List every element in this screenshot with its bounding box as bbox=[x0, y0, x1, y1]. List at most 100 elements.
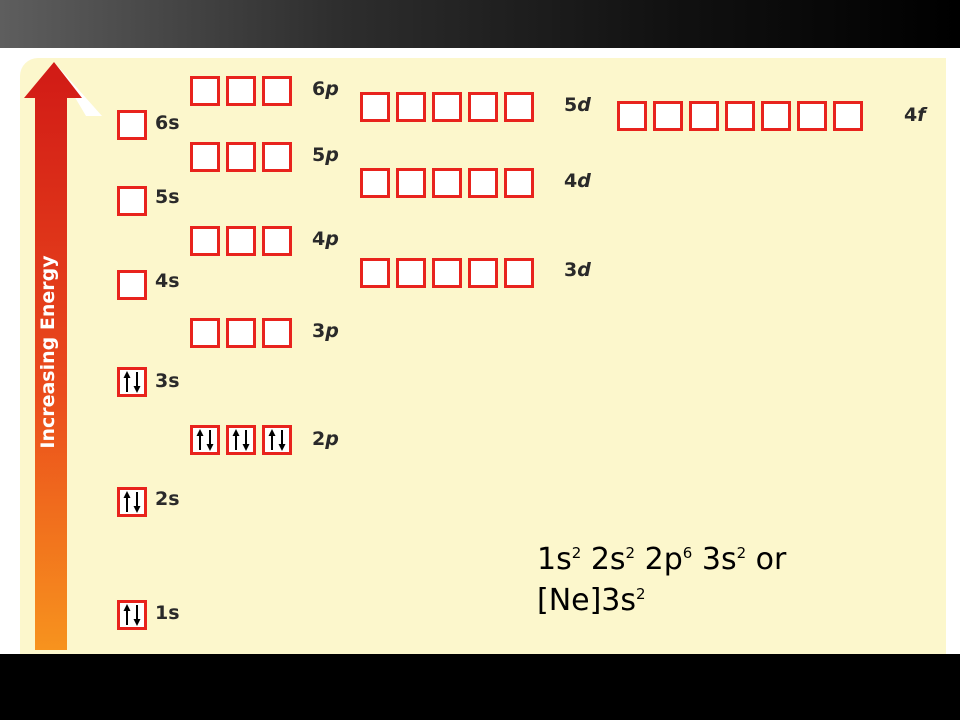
orbital-box-4f bbox=[761, 101, 791, 131]
orbital-box-3s bbox=[117, 367, 147, 397]
orbital-box-4d bbox=[468, 168, 498, 198]
orbital-box-6p bbox=[262, 76, 292, 106]
energy-arrow-shape bbox=[24, 62, 82, 650]
orbital-box-5d bbox=[504, 92, 534, 122]
orbital-box-5d bbox=[432, 92, 462, 122]
orbital-box-4d bbox=[432, 168, 462, 198]
spin-up-arrow-icon bbox=[123, 604, 131, 625]
sublevel-4d-orbitals bbox=[360, 168, 534, 200]
orbital-box-4f bbox=[725, 101, 755, 131]
orbital-box-5d bbox=[468, 92, 498, 122]
config-term-2p: 2p6 bbox=[644, 542, 693, 577]
orbital-box-6p bbox=[190, 76, 220, 106]
sublevel-label-6p: 6p bbox=[312, 78, 339, 100]
config-connector: or bbox=[755, 542, 787, 577]
orbital-box-5p bbox=[190, 142, 220, 172]
spin-down-arrow-icon bbox=[133, 372, 141, 393]
config-term-2s: 2s2 bbox=[590, 542, 636, 577]
noble-gas-superscript: 2 bbox=[636, 584, 646, 603]
spin-down-arrow-icon bbox=[242, 430, 250, 451]
electron-spin-arrows-icon bbox=[196, 429, 214, 451]
sublevel-label-5p: 5p bbox=[312, 144, 339, 166]
orbital-box-3d bbox=[504, 258, 534, 288]
electron-spin-arrows-icon bbox=[268, 429, 286, 451]
orbital-box-4p bbox=[226, 226, 256, 256]
electron-spin-arrows-icon bbox=[123, 604, 141, 626]
sublevel-3d-orbitals bbox=[360, 258, 534, 290]
sublevel-label-2s: 2s bbox=[155, 488, 180, 510]
orbital-box-2p bbox=[262, 425, 292, 455]
spin-down-arrow-icon bbox=[133, 492, 141, 513]
spin-up-arrow-icon bbox=[123, 491, 131, 512]
orbital-box-6s bbox=[117, 110, 147, 140]
sublevel-4f-orbitals bbox=[617, 101, 863, 133]
orbital-box-4p bbox=[262, 226, 292, 256]
energy-diagram-panel bbox=[20, 58, 946, 654]
sublevel-label-4p: 4p bbox=[312, 228, 339, 250]
orbital-box-6p bbox=[226, 76, 256, 106]
spin-up-arrow-icon bbox=[268, 429, 276, 450]
config-term-3s: 3s2 bbox=[701, 542, 747, 577]
noble-gas-notation: [Ne]3s bbox=[537, 582, 637, 618]
sublevel-1s-orbitals bbox=[117, 600, 147, 632]
sublevel-5p-orbitals bbox=[190, 142, 292, 174]
orbital-box-4f bbox=[689, 101, 719, 131]
sublevel-5s-orbitals bbox=[117, 186, 147, 218]
orbital-box-5d bbox=[360, 92, 390, 122]
sublevel-label-3s: 3s bbox=[155, 370, 180, 392]
orbital-box-4s bbox=[117, 270, 147, 300]
energy-axis-label-text: Increasing Energy bbox=[37, 255, 59, 449]
configuration-line-1: 1s2 2s2 2p6 3s2 or bbox=[537, 540, 786, 581]
sublevel-label-4s: 4s bbox=[155, 270, 180, 292]
orbital-box-4f bbox=[617, 101, 647, 131]
orbital-box-4f bbox=[797, 101, 827, 131]
configuration-line-2: [Ne]3s2 bbox=[537, 581, 786, 622]
sublevel-label-2p: 2p bbox=[312, 428, 339, 450]
orbital-box-4d bbox=[504, 168, 534, 198]
sublevel-2s-orbitals bbox=[117, 487, 147, 519]
sublevel-label-4f: 4f bbox=[904, 104, 926, 126]
orbital-box-4f bbox=[653, 101, 683, 131]
sublevel-2p-orbitals bbox=[190, 425, 292, 457]
spin-down-arrow-icon bbox=[133, 605, 141, 626]
orbital-box-5p bbox=[262, 142, 292, 172]
sublevel-label-6s: 6s bbox=[155, 112, 180, 134]
sublevel-4p-orbitals bbox=[190, 226, 292, 258]
config-term-1s: 1s2 bbox=[537, 542, 582, 577]
spin-down-arrow-icon bbox=[206, 430, 214, 451]
sublevel-label-5d: 5d bbox=[564, 94, 591, 116]
energy-arrow-head-shadow bbox=[54, 62, 102, 116]
sublevel-5d-orbitals bbox=[360, 92, 534, 124]
bottom-bar bbox=[0, 654, 960, 720]
orbital-box-3p bbox=[262, 318, 292, 348]
electron-spin-arrows-icon bbox=[232, 429, 250, 451]
energy-arrow bbox=[24, 62, 102, 650]
orbital-box-1s bbox=[117, 600, 147, 630]
spin-down-arrow-icon bbox=[278, 430, 286, 451]
orbital-box-3d bbox=[360, 258, 390, 288]
orbital-box-2p bbox=[226, 425, 256, 455]
sublevel-label-5s: 5s bbox=[155, 186, 180, 208]
sublevel-3s-orbitals bbox=[117, 367, 147, 399]
spin-up-arrow-icon bbox=[196, 429, 204, 450]
spin-up-arrow-icon bbox=[232, 429, 240, 450]
orbital-box-3d bbox=[396, 258, 426, 288]
electron-spin-arrows-icon bbox=[123, 371, 141, 393]
sublevel-3p-orbitals bbox=[190, 318, 292, 350]
orbital-box-2p bbox=[190, 425, 220, 455]
sublevel-4s-orbitals bbox=[117, 270, 147, 302]
sublevel-label-4d: 4d bbox=[564, 170, 591, 192]
orbital-box-5p bbox=[226, 142, 256, 172]
sublevel-label-3p: 3p bbox=[312, 320, 339, 342]
sublevel-6p-orbitals bbox=[190, 76, 292, 108]
orbital-box-3d bbox=[432, 258, 462, 288]
electron-configuration: 1s2 2s2 2p6 3s2 or [Ne]3s2 bbox=[537, 540, 786, 621]
spin-up-arrow-icon bbox=[123, 371, 131, 392]
orbital-box-2s bbox=[117, 487, 147, 517]
orbital-box-3p bbox=[190, 318, 220, 348]
orbital-box-5s bbox=[117, 186, 147, 216]
sublevel-label-3d: 3d bbox=[564, 259, 591, 281]
orbital-box-4d bbox=[396, 168, 426, 198]
orbital-box-3p bbox=[226, 318, 256, 348]
orbital-box-4p bbox=[190, 226, 220, 256]
